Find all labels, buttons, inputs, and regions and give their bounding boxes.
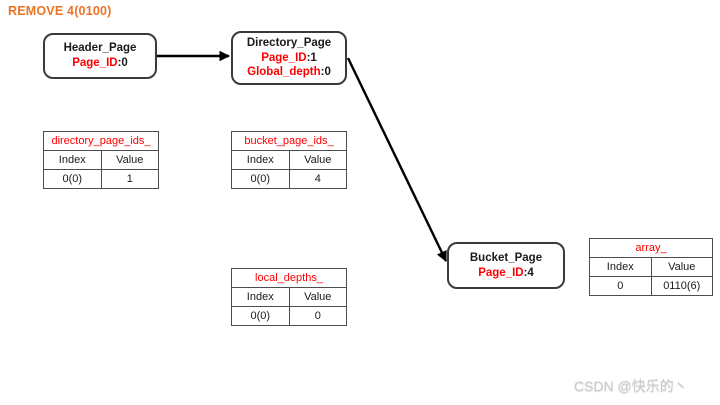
column-header-index: Index [231, 150, 290, 170]
cell-index: 0(0) [231, 306, 290, 326]
bucket-page-node: Bucket_Page Page_ID:4 [447, 242, 565, 289]
node-title: Header_Page [63, 42, 137, 55]
directory-page-node: Directory_Page Page_ID:1 Global_depth:0 [231, 31, 347, 85]
cell-value: 1 [100, 169, 159, 189]
column-header-value: Value [288, 150, 347, 170]
field-value: :1 [306, 51, 317, 64]
cell-index: 0(0) [231, 169, 290, 189]
array-table: array_ Index Value 0 0110(6) [589, 238, 713, 296]
table-title-row: array_ [589, 238, 713, 258]
table-row: 0(0) 1 [43, 169, 159, 189]
table-header-row: Index Value [231, 287, 347, 307]
column-header-value: Value [650, 257, 713, 277]
watermark: CSDN @快乐的丶 [574, 378, 688, 394]
header-page-node: Header_Page Page_ID:0 [43, 33, 157, 79]
table-row: 0(0) 4 [231, 169, 347, 189]
node-field: Page_ID:0 [72, 56, 128, 71]
local-depths-table: local_depths_ Index Value 0(0) 0 [231, 268, 347, 326]
arrow-directory-to-bucket-icon [346, 57, 448, 262]
node-field: Page_ID:4 [478, 266, 534, 281]
bucket-page-ids-table: bucket_page_ids_ Index Value 0(0) 4 [231, 131, 347, 189]
directory-page-ids-table: directory_page_ids_ Index Value 0(0) 1 [43, 131, 159, 189]
cell-index: 0(0) [43, 169, 102, 189]
column-header-value: Value [288, 287, 347, 307]
field-value: :0 [117, 57, 128, 69]
table-row: 0(0) 0 [231, 306, 347, 326]
table-title-row: directory_page_ids_ [43, 131, 159, 151]
field-value: :0 [320, 66, 331, 79]
table-title-row: bucket_page_ids_ [231, 131, 347, 151]
cell-value: 4 [288, 169, 347, 189]
table-title: directory_page_ids_ [43, 131, 159, 151]
node-field: Page_ID:1 [261, 51, 317, 66]
field-key: Page_ID [261, 51, 307, 64]
table-header-row: Index Value [43, 150, 159, 170]
page-title: REMOVE 4(0100) [8, 4, 112, 18]
cell-index: 0 [589, 276, 652, 296]
node-title: Bucket_Page [469, 251, 543, 264]
field-value: :4 [523, 266, 534, 279]
table-title: local_depths_ [231, 268, 347, 288]
table-row: 0 0110(6) [589, 276, 713, 296]
cell-value: 0 [288, 306, 347, 326]
cell-value: 0110(6) [650, 276, 713, 296]
field-key: Page_ID [72, 57, 118, 69]
field-key: Page_ID [478, 266, 524, 279]
table-title-row: local_depths_ [231, 268, 347, 288]
node-field: Global_depth:0 [247, 65, 331, 80]
column-header-index: Index [43, 150, 102, 170]
column-header-value: Value [100, 150, 159, 170]
table-title: bucket_page_ids_ [231, 131, 347, 151]
column-header-index: Index [231, 287, 290, 307]
table-header-row: Index Value [231, 150, 347, 170]
table-header-row: Index Value [589, 257, 713, 277]
field-key: Global_depth [247, 66, 321, 79]
node-title: Directory_Page [246, 36, 332, 49]
table-title: array_ [589, 238, 713, 258]
column-header-index: Index [589, 257, 652, 277]
